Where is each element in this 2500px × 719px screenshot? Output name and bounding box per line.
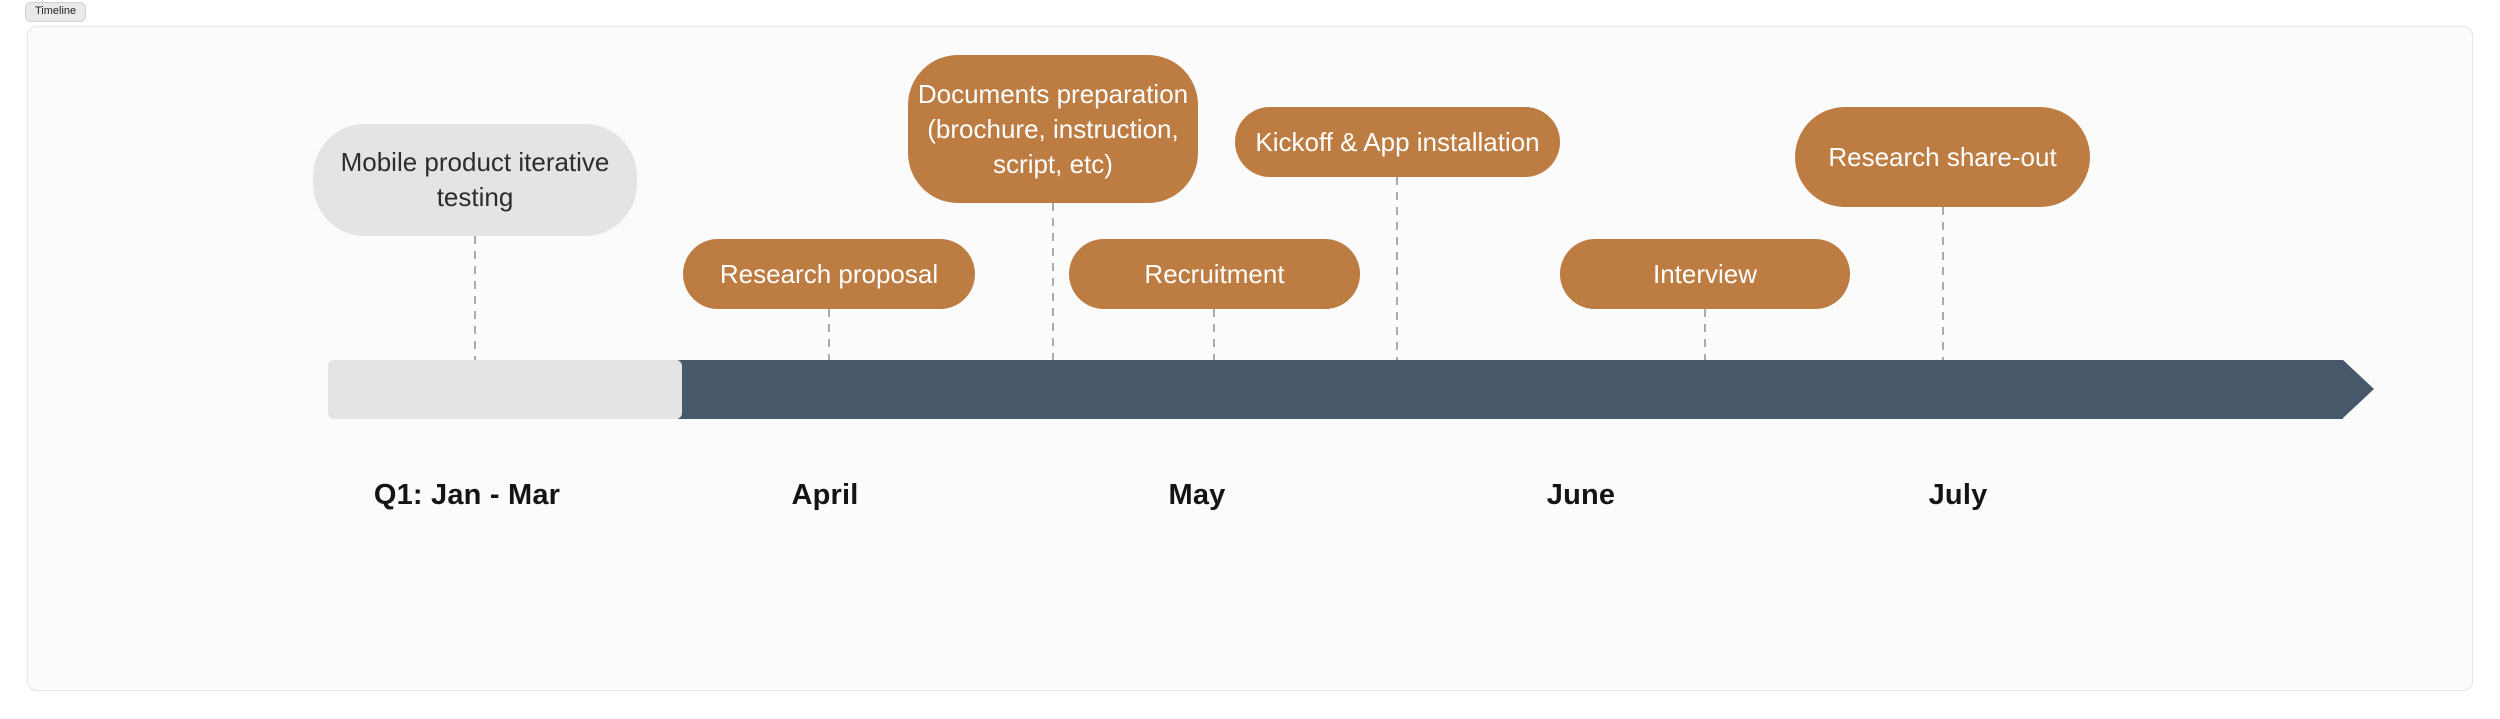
milestone-bubble-research-proposal: Research proposal xyxy=(683,239,975,309)
timeline-bar-q1-segment xyxy=(328,360,682,419)
connector-dashed-line xyxy=(1942,207,1944,360)
milestone-bubble-kickoff-app-installation: Kickoff & App installation xyxy=(1235,107,1560,177)
connector-dashed-line xyxy=(1396,177,1398,360)
timeline-bar-active-segment xyxy=(678,360,2343,419)
milestone-bubble-interview: Interview xyxy=(1560,239,1850,309)
connector-dashed-line xyxy=(1704,309,1706,360)
connector-dashed-line xyxy=(1052,203,1054,360)
connector-dashed-line xyxy=(828,309,830,360)
timeline-badge[interactable]: Timeline xyxy=(25,2,87,22)
milestone-bubble-mobile-product-iterative-testing: Mobile product iterative testing xyxy=(313,124,637,236)
milestone-bubble-recruitment: Recruitment xyxy=(1069,239,1360,309)
axis-label-q1: Q1: Jan - Mar xyxy=(373,479,561,511)
milestone-bubble-research-share-out: Research share-out xyxy=(1795,107,2090,207)
connector-dashed-line xyxy=(474,236,476,360)
connector-dashed-line xyxy=(1213,309,1215,360)
milestone-bubble-documents-preparation: Documents preparation (brochure, instruc… xyxy=(908,55,1198,203)
axis-label-may: May xyxy=(1168,479,1226,511)
timeline-bar-arrowhead-icon xyxy=(2343,360,2374,418)
axis-label-june: June xyxy=(1546,479,1616,511)
axis-label-april: April xyxy=(791,479,859,511)
axis-label-july: July xyxy=(1928,479,1988,511)
